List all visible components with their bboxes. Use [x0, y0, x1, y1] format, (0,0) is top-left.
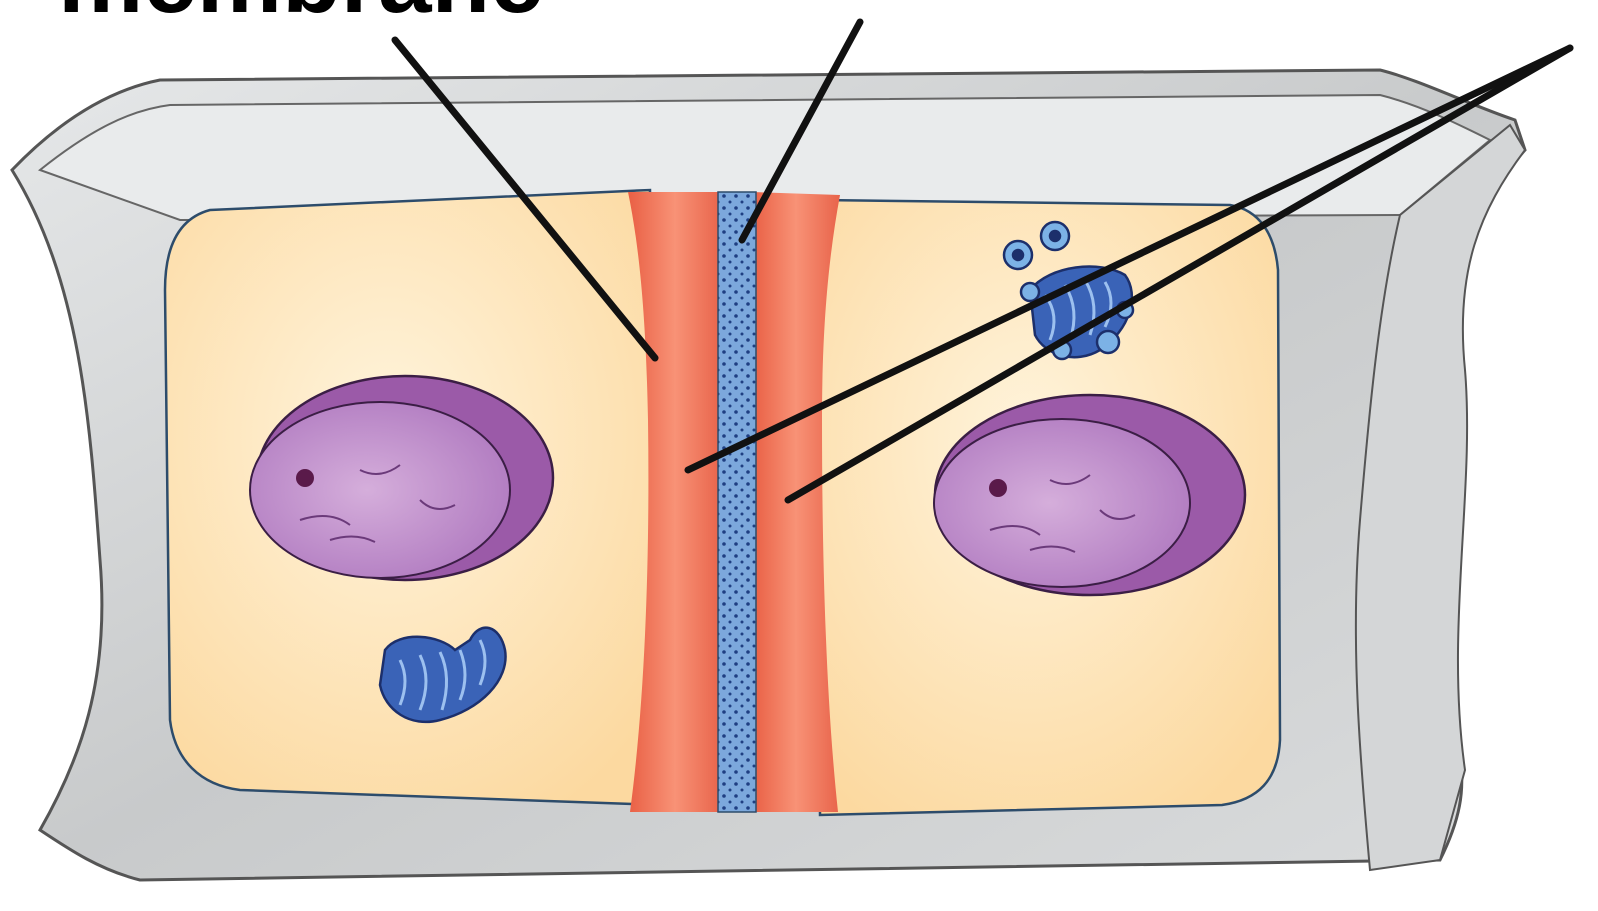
lamella-label: lamella: [760, 0, 1086, 15]
right-nucleus: [934, 395, 1245, 595]
middle-lamella: [718, 192, 756, 812]
membrane-label: membrane: [58, 0, 544, 33]
